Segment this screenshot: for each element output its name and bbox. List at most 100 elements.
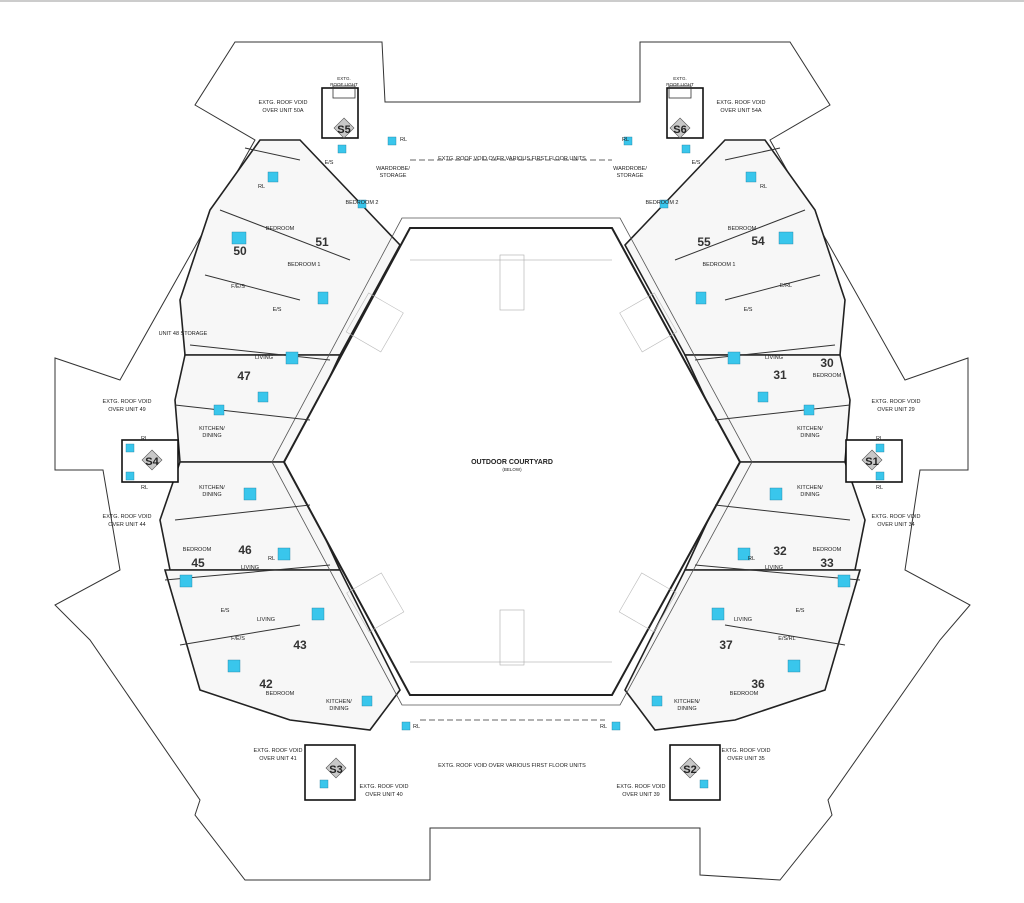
roof-light-label-right: EXTG. bbox=[673, 76, 687, 81]
roof-light-label-right-2: ROOF LIGHT bbox=[666, 82, 694, 87]
void-35-2: OVER UNIT 35 bbox=[727, 756, 765, 762]
storage-48-label: UNIT 48 STORAGE bbox=[159, 331, 208, 337]
unit-55: 55 bbox=[697, 235, 711, 249]
wardrobe-right-2: STORAGE bbox=[617, 173, 644, 179]
rl-label: RL bbox=[622, 137, 629, 143]
courtyard-hexagon bbox=[271, 217, 753, 706]
partitions bbox=[164, 147, 861, 721]
unit-31: 31 bbox=[773, 368, 787, 382]
room-kitchen-r1: KITCHEN/ bbox=[797, 426, 823, 432]
room-kitchen-4: DINING bbox=[202, 492, 221, 498]
void-54a-2: OVER UNIT 54A bbox=[720, 108, 761, 114]
stair-diamonds bbox=[141, 117, 883, 779]
room-bedroom1: BEDROOM 1 bbox=[287, 262, 320, 268]
void-40-2: OVER UNIT 40 bbox=[365, 792, 403, 798]
void-bottom-label: EXTG. ROOF VOID OVER VARIOUS FIRST FLOOR… bbox=[438, 763, 586, 769]
rl-label: RL bbox=[258, 184, 265, 190]
unit-54: 54 bbox=[751, 234, 765, 248]
room-bedroom-54: BEDROOM bbox=[728, 226, 757, 232]
room-living-31: LIVING bbox=[765, 355, 783, 361]
courtyard-title: OUTDOOR COURTYARD bbox=[471, 459, 553, 466]
unit-32: 32 bbox=[773, 544, 787, 558]
wardrobe-left-2: STORAGE bbox=[380, 173, 407, 179]
room-bedroom2: BEDROOM 2 bbox=[345, 200, 378, 206]
void-41-2: OVER UNIT 41 bbox=[259, 756, 297, 762]
void-44-1: EXTG. ROOF VOID bbox=[103, 514, 152, 520]
stair-tags: S5 S6 S4 S1 S3 S2 bbox=[145, 124, 878, 776]
rl-label: RL bbox=[400, 137, 407, 143]
void-50a-2: OVER UNIT 50A bbox=[262, 108, 303, 114]
room-es-r: E/S bbox=[744, 307, 753, 313]
room-fes-42: F/E/S bbox=[231, 636, 245, 642]
void-35-1: EXTG. ROOF VOID bbox=[722, 748, 771, 754]
void-39-1: EXTG. ROOF VOID bbox=[617, 784, 666, 790]
room-es-rl: E/RL bbox=[780, 283, 792, 289]
unit-36: 36 bbox=[751, 677, 765, 691]
room-bedroom1-r: BEDROOM 1 bbox=[702, 262, 735, 268]
room-bedroom-36: BEDROOM bbox=[730, 691, 759, 697]
room-living-43: LIVING bbox=[257, 617, 275, 623]
room-es: E/S bbox=[273, 307, 282, 313]
unit-43: 43 bbox=[293, 638, 307, 652]
room-bedroom-45: BEDROOM bbox=[183, 547, 212, 553]
room-living-32: LIVING bbox=[765, 565, 783, 571]
unit-37: 37 bbox=[719, 638, 733, 652]
room-living: LIVING bbox=[255, 355, 273, 361]
void-29-1: EXTG. ROOF VOID bbox=[872, 399, 921, 405]
unit-50: 50 bbox=[233, 244, 247, 258]
void-44-2: OVER UNIT 44 bbox=[108, 522, 146, 528]
room-kitchen-r6: DINING bbox=[677, 706, 696, 712]
room-kitchen-5: KITCHEN/ bbox=[326, 699, 352, 705]
rl-label: RL bbox=[141, 436, 148, 442]
room-fes: F/E/S bbox=[231, 284, 245, 290]
room-esrl-36: E/S/RL bbox=[778, 636, 795, 642]
wardrobe-left-1: WARDROBE/ bbox=[376, 166, 410, 172]
void-49-2: OVER UNIT 49 bbox=[108, 407, 146, 413]
void-49-1: EXTG. ROOF VOID bbox=[103, 399, 152, 405]
room-living-37: LIVING bbox=[734, 617, 752, 623]
rl-label: RL bbox=[876, 485, 883, 491]
room-bedroom-42: BEDROOM bbox=[266, 691, 295, 697]
void-40-1: EXTG. ROOF VOID bbox=[360, 784, 409, 790]
unit-33: 33 bbox=[820, 556, 834, 570]
unit-42: 42 bbox=[259, 677, 273, 691]
rl-label: RL bbox=[268, 556, 275, 562]
room-kitchen-6: DINING bbox=[329, 706, 348, 712]
roof-light-markers bbox=[125, 136, 885, 789]
room-kitchen-r4: DINING bbox=[800, 492, 819, 498]
room-bedroom-30: BEDROOM bbox=[813, 373, 842, 379]
wings bbox=[159, 139, 866, 731]
void-41-1: EXTG. ROOF VOID bbox=[254, 748, 303, 754]
room-es-s6: E/S bbox=[692, 160, 701, 166]
room-kitchen-r2: DINING bbox=[800, 433, 819, 439]
void-34-2: OVER UNIT 34 bbox=[877, 522, 915, 528]
rl-labels: RL RL RL RL RL RL RL RL RL RL RL RL bbox=[141, 137, 883, 730]
unit-30: 30 bbox=[820, 356, 834, 370]
room-bedroom-33: BEDROOM bbox=[813, 547, 842, 553]
void-34-1: EXTG. ROOF VOID bbox=[872, 514, 921, 520]
rl-label: RL bbox=[413, 724, 420, 730]
rl-label: RL bbox=[876, 436, 883, 442]
void-29-2: OVER UNIT 29 bbox=[877, 407, 915, 413]
room-labels: BEDROOM BEDROOM 2 BEDROOM 1 F/E/S E/S E/… bbox=[183, 160, 842, 712]
unit-51: 51 bbox=[315, 235, 329, 249]
room-es-45: E/S bbox=[221, 608, 230, 614]
rl-label: RL bbox=[141, 485, 148, 491]
room-kitchen-r5: KITCHEN/ bbox=[674, 699, 700, 705]
rl-label: RL bbox=[760, 184, 767, 190]
void-50a-1: EXTG. ROOF VOID bbox=[259, 100, 308, 106]
room-kitchen-3: KITCHEN/ bbox=[199, 485, 225, 491]
stair-s1: S1 bbox=[865, 456, 878, 468]
courtyard-sub: (BELOW) bbox=[502, 467, 522, 472]
room-bedroom2-r: BEDROOM 2 bbox=[645, 200, 678, 206]
unit-46: 46 bbox=[238, 543, 252, 557]
void-39-2: OVER UNIT 39 bbox=[622, 792, 660, 798]
building-outline bbox=[54, 41, 971, 881]
stair-s2: S2 bbox=[683, 764, 696, 776]
roof-light-label-left: EXTG. bbox=[337, 76, 351, 81]
room-kitchen-1: KITCHEN/ bbox=[199, 426, 225, 432]
roof-light-box bbox=[332, 85, 692, 99]
room-es-s5: E/S bbox=[325, 160, 334, 166]
wardrobe-right-1: WARDROBE/ bbox=[613, 166, 647, 172]
